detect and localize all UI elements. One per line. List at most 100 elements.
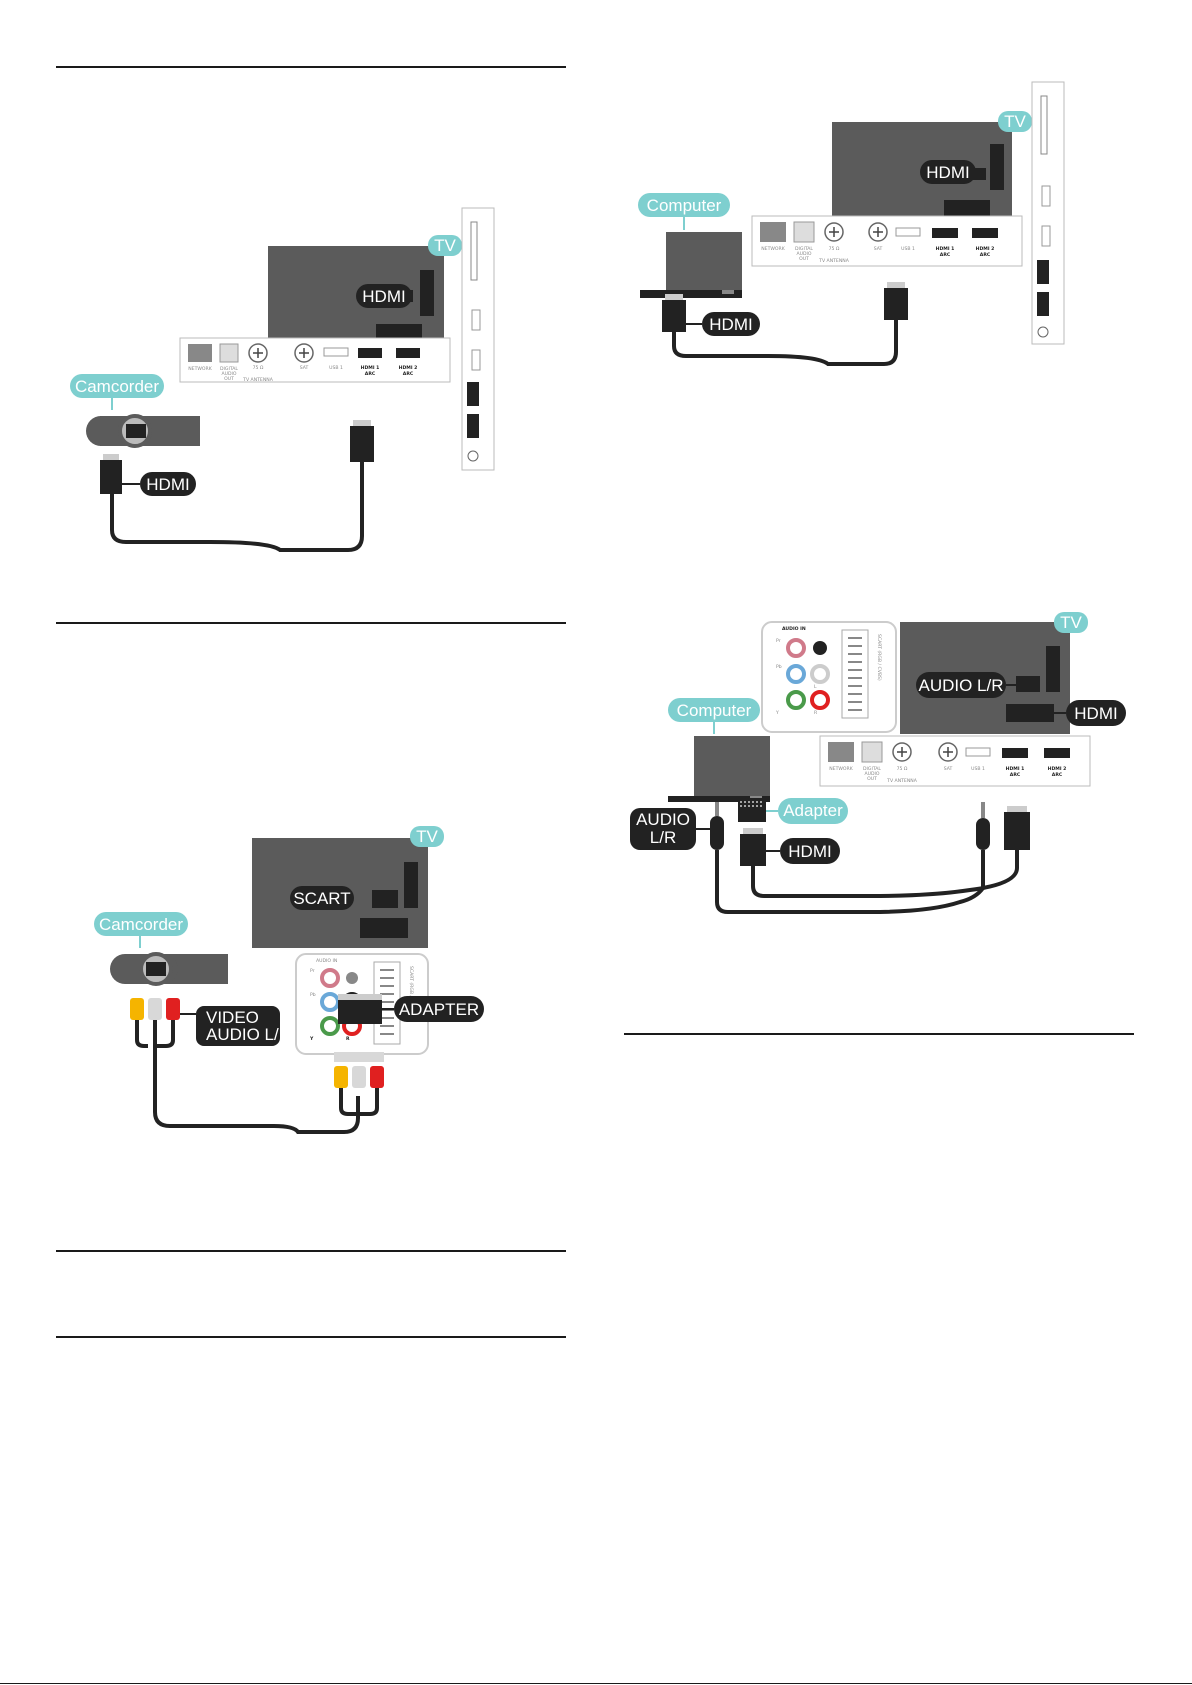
tv-badge-label: TV (1060, 613, 1082, 632)
pb-jack (320, 992, 340, 1012)
tv-port (420, 270, 434, 316)
camcorder-port (126, 424, 146, 438)
digital-audio-port (793, 221, 815, 243)
adapter-pins (740, 801, 764, 807)
figure-computer-hdmi: TV HDMI NETWORK DIGITAL AUDIO OUT 75 Ω T… (638, 81, 1065, 366)
scart-adapter-top (338, 994, 382, 1000)
scart-adapter (338, 1000, 382, 1024)
usb1-label: USB 1 (901, 246, 915, 252)
hdmi-plug (740, 834, 766, 866)
hdmi1-label: HDMI 1 (1006, 766, 1025, 772)
y-jack (320, 1016, 340, 1036)
section-divider (624, 1033, 1134, 1035)
audio-label: AUDIO (796, 251, 811, 257)
tv-port (1006, 704, 1054, 722)
audio-label: AUDIO (864, 771, 879, 777)
rca-plug-red (166, 998, 180, 1020)
computer-base (640, 290, 742, 298)
antenna-cross (829, 227, 839, 237)
hdmi-plug-tip (887, 282, 905, 288)
pb-label: Pb (310, 992, 316, 998)
tv-antenna-label: TV ANTENNA (818, 258, 850, 264)
hdmi1-port (1002, 748, 1028, 758)
scart-rgb-label: SCART (RGB / CVBS) (876, 634, 882, 681)
audio-in-label: AUDIO IN (782, 626, 806, 632)
y-jack (786, 690, 806, 710)
rca-plug-white (352, 1066, 366, 1088)
ohm-label: 75 Ω (897, 766, 908, 772)
pr-label: Pr (310, 968, 315, 974)
hdmi-plug-tip (743, 828, 763, 834)
audio-label: AUDIO (636, 810, 690, 829)
video-audio-pill (196, 1006, 280, 1046)
tv-badge-label: TV (1004, 112, 1026, 131)
r-label: R (814, 710, 818, 716)
hdmi1-port (358, 348, 382, 358)
hdmi-cable-pill (140, 472, 196, 496)
computer-badge (638, 193, 730, 217)
footer-rule (0, 1683, 1192, 1684)
ohm-label: 75 Ω (829, 246, 840, 252)
network-port (760, 222, 786, 242)
arc-label: ARC (365, 371, 376, 377)
connector-panel (819, 735, 1091, 787)
audio-jack-plug (976, 818, 990, 850)
pb-jack (786, 664, 806, 684)
computer-base (668, 796, 770, 802)
hdmi-plug-tip (665, 294, 683, 300)
network-label: NETWORK (829, 766, 853, 772)
pb-label: Pb (776, 664, 782, 670)
usb1-label: USB 1 (329, 365, 343, 371)
hdmi-pill (1066, 700, 1126, 726)
section-divider (56, 1250, 566, 1252)
network-port (828, 742, 854, 762)
pr-jack (320, 968, 340, 988)
tv-badge (998, 111, 1032, 132)
computer-label: Computer (677, 701, 752, 720)
network-port (188, 344, 212, 362)
usb1-port (323, 347, 349, 357)
hdmi1-label: HDMI 1 (361, 365, 380, 371)
hdmi-side-port (467, 382, 479, 406)
hdmi-side-port (1037, 292, 1049, 316)
tv-port (372, 890, 398, 908)
adapter-pill-label: Adapter (783, 801, 843, 820)
computer-port (722, 290, 734, 294)
hdmi-plug (350, 426, 374, 462)
rca-cable (135, 1020, 360, 1134)
y-label: Y (775, 710, 779, 716)
hdmi-cable-label: HDMI (146, 475, 189, 494)
ohm-label: 75 Ω (253, 365, 264, 371)
hdmi2-label: HDMI 2 (976, 246, 995, 252)
video-label: VIDEO (206, 1008, 259, 1027)
sat-label: SAT (874, 246, 883, 252)
figure-computer-audio-hdmi: AUDIO IN Pr Pb Y L R SCART (RGB / CVBS) … (630, 612, 1126, 914)
hdmi-pill (356, 284, 412, 308)
connector-panel (751, 215, 1023, 267)
tv-antenna-label: TV ANTENNA (886, 778, 918, 784)
headphone-jack (467, 450, 479, 462)
sat-cross (873, 227, 883, 237)
hdmi-cable-pill (780, 838, 840, 864)
figure-camcorder-scart: TV SCART AUDIO IN Pr Pb Y L R SCART (RGB… (94, 826, 484, 1134)
tv-port (1046, 646, 1060, 692)
computer-screen (666, 232, 742, 298)
pr-jack (786, 638, 806, 658)
camcorder-label: Camcorder (75, 377, 159, 396)
hdmi-plug (1004, 812, 1030, 850)
hdmi2-label: HDMI 2 (1048, 766, 1067, 772)
out-label: OUT (224, 376, 234, 382)
hdmi-cable-pill (702, 312, 760, 336)
hdmi-plug (884, 288, 908, 320)
hdmi-cable (110, 460, 364, 552)
hdmi-cable-label: HDMI (788, 842, 831, 861)
hdmi-plug-tip (103, 454, 119, 460)
sat-cross (943, 747, 953, 757)
network-label: NETWORK (188, 366, 212, 372)
scart-pill (290, 886, 354, 910)
usb-port (1041, 185, 1051, 207)
hdmi-pill-label: HDMI (926, 163, 969, 182)
usb-port (1041, 225, 1051, 247)
rca-plug-yellow (130, 998, 144, 1020)
camcorder-port (146, 962, 166, 976)
